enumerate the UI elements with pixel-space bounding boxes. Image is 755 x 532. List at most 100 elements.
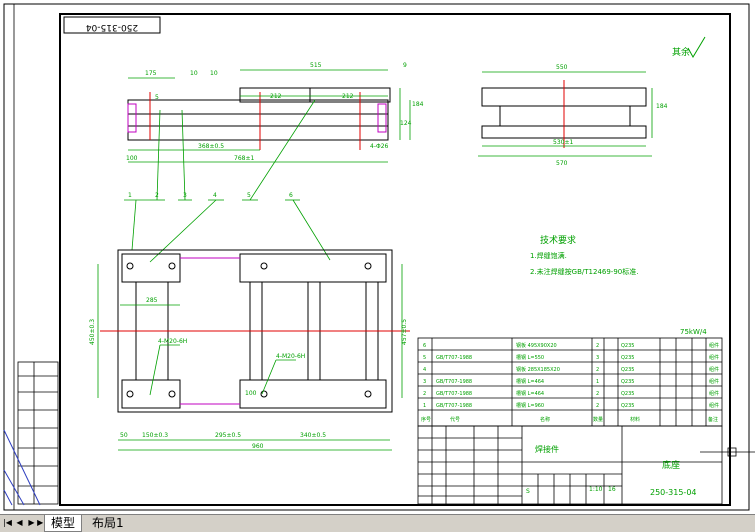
next-tab-icon[interactable]: ▶: [28, 518, 35, 527]
svg-text:4-M20-6H: 4-M20-6H: [158, 338, 187, 345]
balloon-5: 5: [247, 192, 251, 199]
bom-table-grid: [417, 337, 723, 427]
title-drawing-number: 250-315-04: [650, 488, 697, 497]
svg-text:Q235: Q235: [621, 355, 634, 361]
front-view-dims: [128, 69, 411, 163]
svg-text:100: 100: [245, 390, 257, 397]
cad-drawing: 250-315-04 其余 175 10 10 515 9 212 212 5 …: [3, 3, 755, 511]
balloon-3: 3: [183, 192, 187, 199]
tech-req-item-2: 2.未注焊缝按GB/T12469-90标准.: [530, 267, 638, 276]
svg-text:代号: 代号: [450, 416, 460, 423]
svg-text:368±0.5: 368±0.5: [198, 143, 224, 150]
tab-layout1[interactable]: 布局1: [92, 516, 124, 530]
title-stage: S: [526, 488, 530, 495]
svg-text:184: 184: [412, 101, 424, 108]
svg-text:备注: 备注: [708, 416, 718, 423]
svg-text:340±0.5: 340±0.5: [300, 432, 326, 439]
svg-text:1: 1: [423, 403, 426, 409]
outer-border: [3, 3, 750, 511]
svg-text:10: 10: [190, 70, 198, 77]
svg-text:Q235: Q235: [621, 403, 634, 409]
svg-text:212: 212: [270, 93, 282, 100]
svg-text:5: 5: [155, 94, 159, 101]
svg-text:组件: 组件: [709, 354, 719, 361]
svg-text:组件: 组件: [709, 366, 719, 373]
rotated-number-box: [63, 16, 161, 34]
tab-model[interactable]: 模型: [44, 515, 83, 532]
prev-tab-icon[interactable]: ◀: [16, 518, 23, 527]
drawing-sheet[interactable]: 250-315-04 其余 175 10 10 515 9 212 212 5 …: [0, 0, 755, 514]
svg-text:150±0.3: 150±0.3: [142, 432, 168, 439]
title-weight: 16: [608, 486, 616, 493]
first-tab-icon[interactable]: |◀: [3, 518, 12, 527]
balloon-1: 1: [128, 192, 132, 199]
svg-text:GB/T707-1988: GB/T707-1988: [436, 403, 472, 409]
svg-text:Q235: Q235: [621, 379, 634, 385]
svg-text:530±1: 530±1: [553, 139, 573, 146]
side-view-dim-text: 550 530±1 570 184: [553, 64, 668, 167]
tech-req-title: 技术要求: [540, 234, 576, 246]
svg-text:9: 9: [403, 62, 407, 69]
svg-text:3: 3: [423, 379, 426, 385]
svg-text:4-Φ26: 4-Φ26: [370, 143, 389, 150]
svg-text:50: 50: [120, 432, 128, 439]
revision-strip: [17, 361, 59, 505]
layout-tab-bar: |◀ ◀ ▶ ▶| 模型 布局1: [0, 514, 755, 532]
svg-text:组件: 组件: [709, 390, 719, 397]
roughness-note: 其余: [672, 46, 690, 58]
title-name: 底座: [662, 459, 680, 471]
svg-text:槽钢 L=550: 槽钢 L=550: [516, 354, 544, 361]
power-spec: 75kW/4: [680, 328, 707, 336]
svg-text:序号: 序号: [421, 416, 431, 423]
svg-text:钢板 285X185X20: 钢板 285X185X20: [516, 366, 560, 373]
svg-text:212: 212: [342, 93, 354, 100]
crosshair-icon: [700, 447, 755, 457]
plan-view: [100, 249, 410, 413]
svg-text:Q235: Q235: [621, 391, 634, 397]
svg-text:285: 285: [146, 297, 158, 304]
svg-text:槽钢 L=464: 槽钢 L=464: [516, 390, 544, 397]
svg-text:材料: 材料: [630, 416, 640, 423]
ucs-icon: [3, 429, 41, 506]
svg-text:GB/T707-1988: GB/T707-1988: [436, 379, 472, 385]
svg-text:515: 515: [310, 62, 322, 69]
svg-text:钢板 495X90X20: 钢板 495X90X20: [516, 342, 557, 349]
svg-text:Q235: Q235: [621, 343, 634, 349]
svg-text:768±1: 768±1: [234, 155, 254, 162]
svg-text:570: 570: [556, 160, 568, 167]
svg-text:550: 550: [556, 64, 568, 71]
svg-text:2: 2: [596, 367, 599, 373]
svg-text:960: 960: [252, 443, 264, 450]
svg-text:124: 124: [400, 120, 412, 127]
rotated-drawing-number: 250-315-04: [86, 22, 139, 32]
front-view: [127, 87, 391, 150]
balloons: [124, 99, 331, 263]
front-view-dim-text: 175 10 10 515 9 212 212 5 184 124 368±0.…: [126, 62, 424, 162]
svg-text:450±0.3: 450±0.3: [89, 319, 96, 345]
svg-text:数量: 数量: [593, 416, 603, 423]
svg-text:457±0.5: 457±0.5: [401, 319, 408, 345]
svg-text:GB/T707-1988: GB/T707-1988: [436, 391, 472, 397]
svg-text:槽钢 L=960: 槽钢 L=960: [516, 402, 544, 409]
svg-text:2: 2: [596, 343, 599, 349]
title-block-grid: [417, 425, 723, 505]
svg-text:2: 2: [596, 403, 599, 409]
inner-border: [59, 13, 731, 506]
title-material: 焊接件: [535, 444, 559, 454]
svg-text:4-M20-6H: 4-M20-6H: [276, 353, 305, 360]
svg-text:10: 10: [210, 70, 218, 77]
svg-text:4: 4: [423, 367, 426, 373]
svg-text:175: 175: [145, 70, 157, 77]
last-tab-icon[interactable]: ▶|: [37, 518, 46, 527]
plan-view-dims: [97, 264, 403, 451]
balloon-4: 4: [213, 192, 217, 199]
side-view: [481, 80, 647, 148]
svg-text:100: 100: [126, 155, 138, 162]
svg-text:3: 3: [596, 355, 599, 361]
svg-text:组件: 组件: [709, 402, 719, 409]
svg-text:2: 2: [423, 391, 426, 397]
tech-req-item-1: 1.焊缝饱满.: [530, 251, 567, 260]
roughness-symbol: [687, 36, 706, 58]
title-scale: 1:10: [589, 486, 603, 493]
